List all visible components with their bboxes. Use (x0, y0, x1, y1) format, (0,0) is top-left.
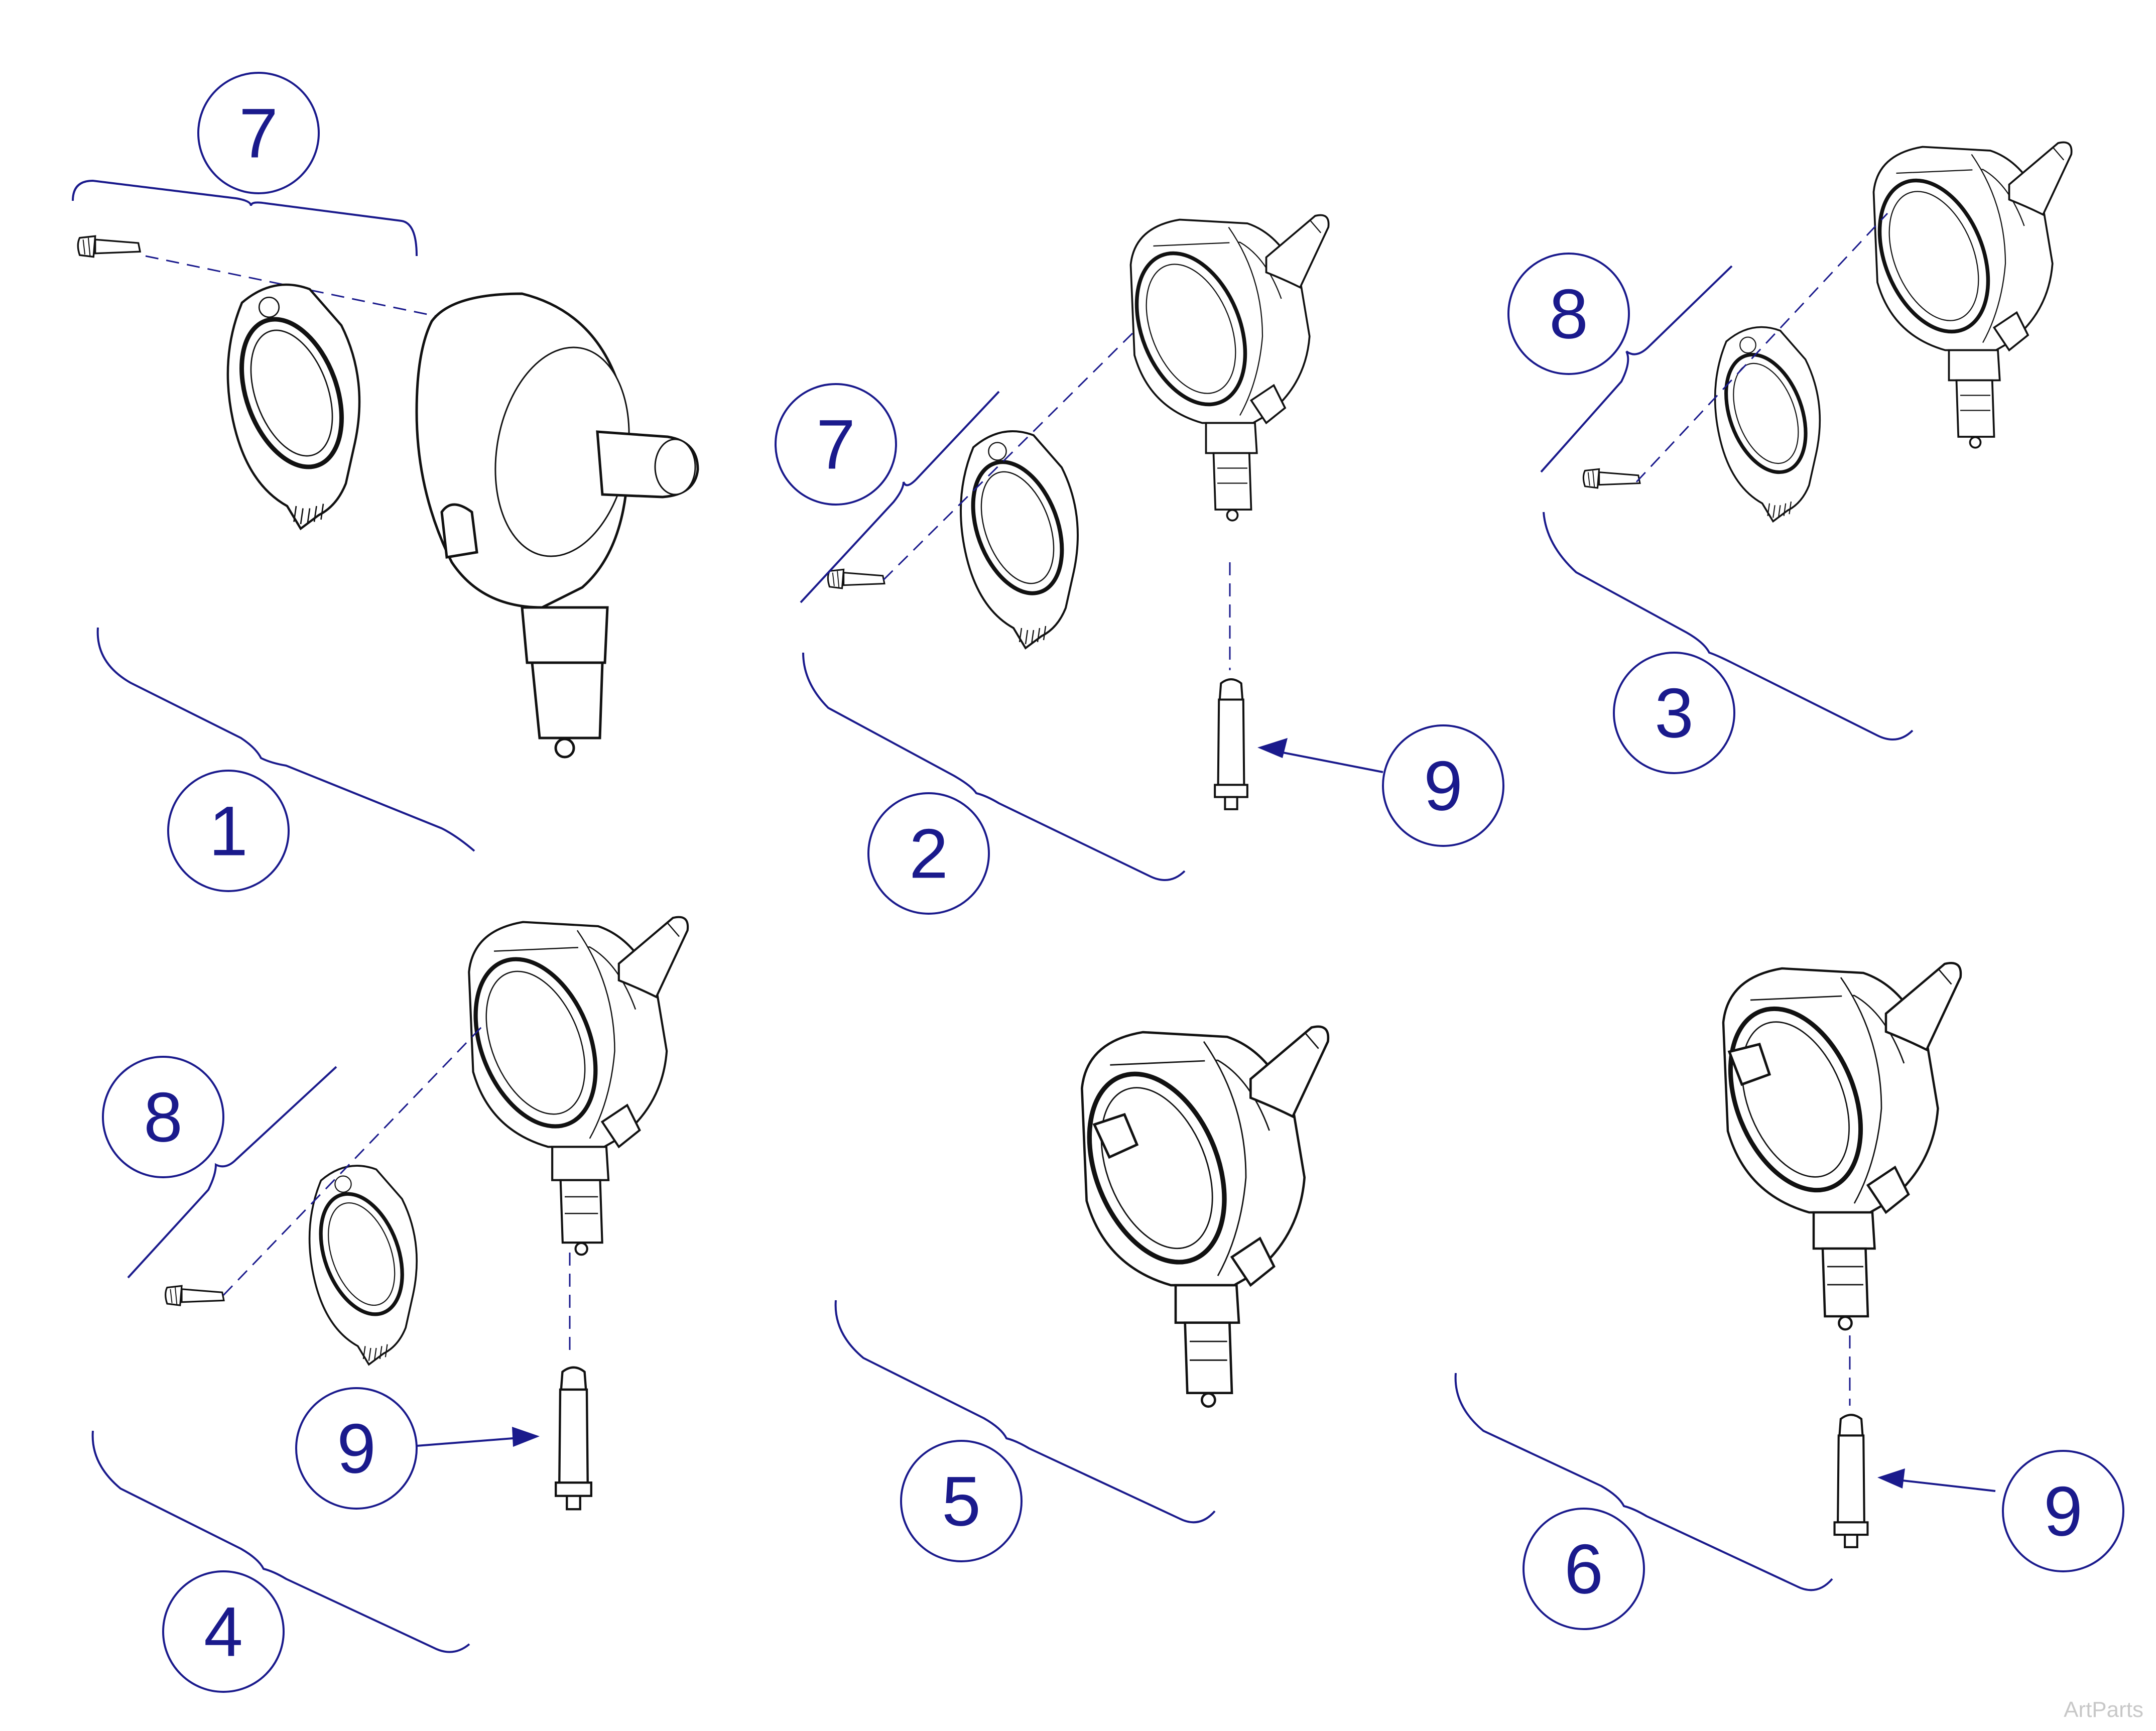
callout-8b: 8 (144, 1078, 183, 1157)
lamp-9a (1215, 679, 1247, 809)
screw-7a (77, 235, 141, 258)
assembly-3: 8 3 (1507, 143, 2072, 774)
screw-8a (1583, 469, 1640, 488)
latch-6 (1727, 1043, 1771, 1086)
callout-2: 2 (909, 814, 948, 893)
bracket-8-bottom (127, 1066, 337, 1279)
retainer-ring-1 (223, 285, 360, 529)
callout-circle-8b (102, 1056, 224, 1178)
callout-circle-3 (1613, 652, 1735, 774)
callout-1: 1 (209, 792, 248, 871)
screw-8b (166, 1286, 224, 1305)
callout-circle-9a (1382, 724, 1504, 847)
callout-5: 5 (942, 1462, 981, 1541)
otoscope-head-5 (1064, 1027, 1328, 1407)
lamp-9b (556, 1368, 591, 1509)
callout-7b: 7 (816, 405, 855, 484)
bracket-5 (834, 1300, 1216, 1524)
bracket-8-top (1540, 265, 1733, 473)
bracket-7-top (72, 179, 418, 257)
screw-7b (828, 569, 884, 588)
otoscope-head-4 (453, 917, 688, 1255)
bracket-2 (802, 652, 1186, 881)
callout-circle-7b (775, 383, 897, 506)
callout-circle-8a (1507, 253, 1630, 375)
bracket-7-mid (800, 391, 1000, 603)
callout-circle-9b (295, 1387, 418, 1510)
retainer-ring-2 (956, 431, 1078, 648)
assembly-6: 9 6 (1454, 963, 2124, 1630)
callout-9a: 9 (1424, 747, 1463, 825)
assembly-1: 7 1 (72, 72, 699, 892)
assembly-2: 7 2 9 (775, 215, 1504, 915)
bracket-1 (96, 627, 475, 852)
watermark: ArtParts (2064, 1697, 2143, 1722)
lamp-9c (1835, 1415, 1868, 1547)
leader-9a (1264, 748, 1383, 773)
callout-3: 3 (1655, 674, 1694, 753)
callout-circle-7a (197, 72, 320, 194)
callout-9b: 9 (337, 1409, 376, 1488)
otoscope-head-2 (1116, 215, 1329, 521)
assembly-5: 5 (834, 1027, 1328, 1562)
callout-circle-5 (900, 1440, 1023, 1562)
retainer-ring-3 (1711, 327, 1821, 522)
callout-circle-9c (2002, 1450, 2124, 1572)
bracket-4 (91, 1430, 470, 1653)
callout-circle-1 (167, 770, 290, 892)
assembly-4: 8 9 4 (91, 917, 688, 1693)
callout-8a: 8 (1549, 275, 1588, 353)
callout-circle-2 (867, 792, 990, 915)
latch-5 (1092, 1112, 1139, 1159)
retainer-ring-4 (306, 1166, 418, 1365)
guide-line-8a (1635, 212, 1888, 483)
bracket-3 (1543, 512, 1914, 740)
callout-9c: 9 (2044, 1472, 2083, 1551)
callout-circle-4 (162, 1570, 285, 1693)
arrowhead-9b (512, 1427, 540, 1447)
arrowhead-9c (1877, 1468, 1905, 1489)
callout-6: 6 (1564, 1530, 1603, 1609)
bracket-6 (1454, 1373, 1833, 1591)
otoscope-head-6 (1706, 963, 1961, 1329)
callout-4: 4 (204, 1592, 243, 1671)
otoscope-head-3 (1859, 143, 2072, 448)
arrowhead-9a (1257, 738, 1288, 758)
otoscope-head-1 (415, 292, 699, 759)
guide-line-7b (882, 330, 1135, 581)
callout-circle-6 (1523, 1508, 1645, 1630)
callout-7a: 7 (239, 94, 278, 173)
